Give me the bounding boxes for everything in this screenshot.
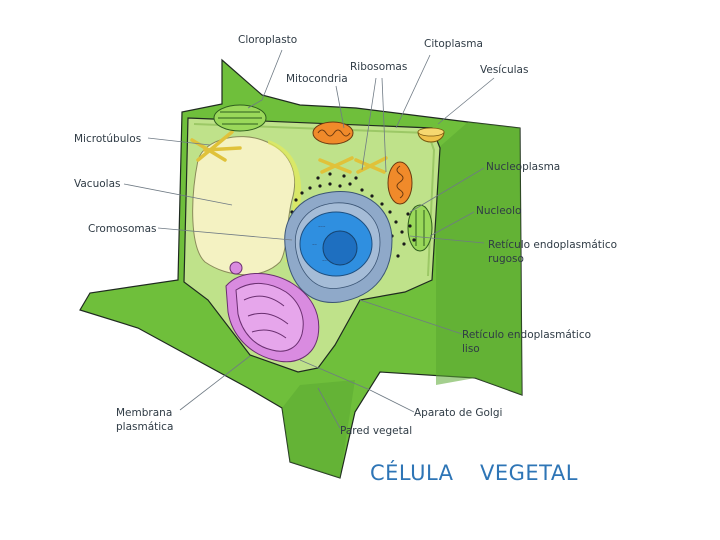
label-reticulo-rugoso-line1: Retículo endoplasmático [488,239,617,251]
chromosome-marking-2: ~~ [312,242,317,247]
label-nucleolo: Nucleolo [476,205,521,217]
label-membrana-line2: plasmática [116,421,173,433]
title-word-celula: CÉLULA [370,461,454,485]
label-pared-vegetal: Pared vegetal [340,425,412,437]
label-mitocondria: Mitocondria [286,73,348,85]
title-word-vegetal: VEGETAL [480,461,578,485]
label-cloroplasto: Cloroplasto [238,34,297,46]
label-cromosomas: Cromosomas [88,223,157,235]
leader-lines [123,49,495,429]
label-membrana-line1: Membrana [116,407,172,419]
label-ribosomas: Ribosomas [350,61,407,73]
label-reticulo-liso-line1: Retículo endoplasmático [462,329,591,341]
nucleus: ~~~ ~~ ~~~ [284,191,393,303]
label-vesiculas: Vesículas [480,64,528,76]
chromosome-marking-3: ~~~ [322,258,330,263]
labels: Cloroplasto Citoplasma Ribosomas Vesícul… [74,34,617,437]
vacuole [192,136,296,276]
vesicle [417,127,445,143]
label-aparato-golgi: Aparato de Golgi [414,407,502,419]
label-reticulo-rugoso-line2: rugoso [488,253,524,265]
label-microtubulos: Microtúbulos [74,133,141,145]
golgi-apparatus [225,261,320,363]
label-vacuolas: Vacuolas [74,178,120,190]
chromosome-marking: ~~~ [318,224,326,229]
microtubules [190,130,388,174]
chloroplast-right [407,204,433,252]
label-reticulo-liso-line2: liso [462,343,480,355]
diagram-title: CÉLULA VEGETAL [330,455,630,495]
mitochondrion-right [387,161,413,205]
label-citoplasma: Citoplasma [424,38,483,50]
mitochondrion [312,121,354,145]
chloroplast [213,104,267,132]
nucleolus [322,230,358,266]
label-nucleoplasma: Nucleoplasma [486,161,560,173]
